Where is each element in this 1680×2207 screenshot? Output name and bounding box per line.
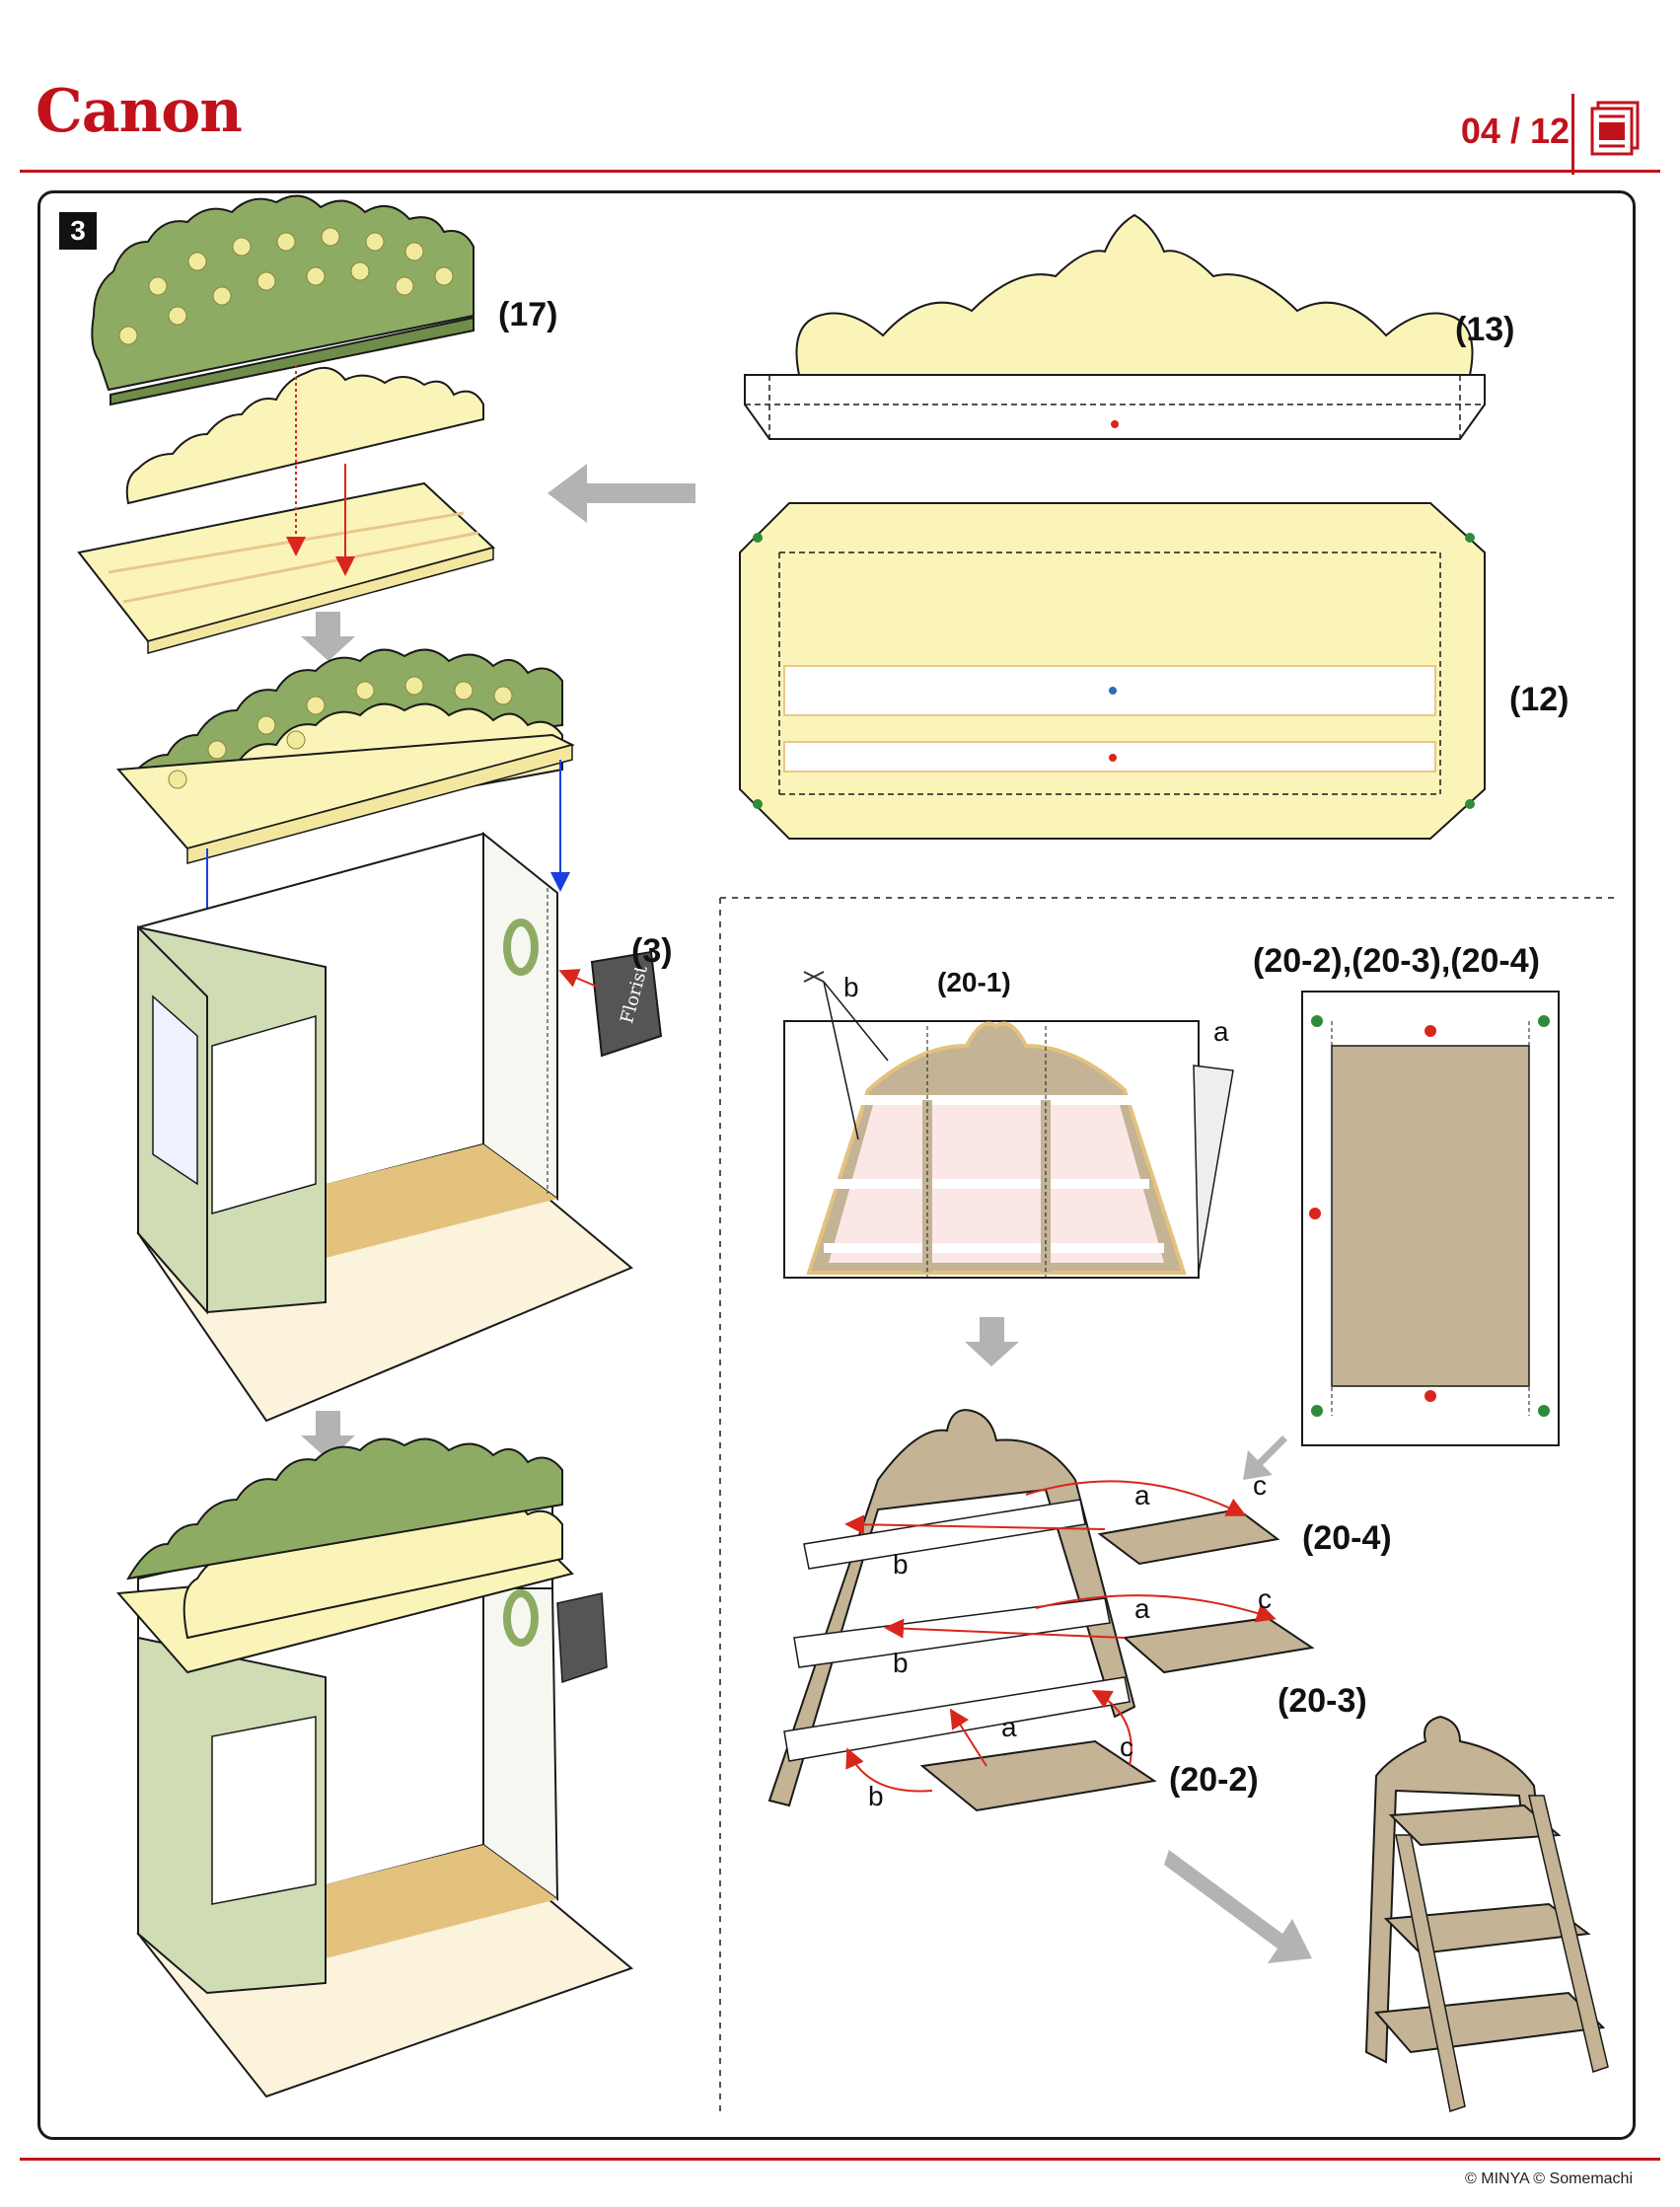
flow-arrow-diag-2 [1164,1850,1312,1963]
flow-arrow-left [548,464,695,523]
letter-c-3: c [1120,1731,1133,1762]
part-13-piece [744,213,1486,440]
label-part-17: (17) [498,296,557,333]
section-divider [719,897,1618,2111]
letter-b-2: b [893,1648,909,1678]
label-part-12: (12) [1509,681,1569,718]
assembled-roof-top [115,648,575,864]
stand-assembly-diagram [767,1409,1315,1812]
canon-logo: Canon [36,77,243,146]
finished-stand [1364,1715,1609,2112]
letter-a-3: a [1001,1712,1017,1742]
letter-a-1: a [1134,1480,1150,1510]
label-part-3: (3) [631,932,673,970]
footer-rule [20,2158,1660,2161]
part-17-backing [125,366,484,505]
letter-b-1: b [893,1549,909,1580]
page-indicator: 04 / 12 [1460,110,1570,151]
part-20-1-sheet [783,1020,1234,1279]
document-pages-icon[interactable] [1584,99,1643,158]
label-part-20-1: (20-1) [937,967,1011,997]
letter-a-2: a [1134,1593,1150,1624]
part-20-234-sheet [1301,991,1560,1446]
booth-assembled [115,1437,633,2098]
letter-a-fold: a [1213,1016,1229,1047]
flow-arrow-down-3 [965,1317,1019,1366]
label-part-20-234: (20-2),(20-3),(20-4) [1253,942,1540,980]
letter-b-3: b [868,1781,884,1811]
header-rule [20,170,1660,173]
header-divider [1571,94,1574,175]
letter-b-cut: b [843,972,859,1002]
part-12-piece [739,502,1486,840]
copyright-notice: © MINYA © Somemachi [1465,2170,1633,2187]
label-part-20-2: (20-2) [1169,1761,1259,1799]
label-part-20-4: (20-4) [1302,1519,1392,1557]
letter-c-2: c [1258,1583,1272,1614]
label-part-13: (13) [1455,311,1514,348]
roof-base-platform [77,481,496,643]
flow-arrow-diag-1 [1243,1435,1287,1480]
letter-c-1: c [1253,1470,1267,1501]
florist-sign-loose: Florist [590,950,663,1058]
label-part-20-3: (20-3) [1278,1682,1367,1720]
part-17-foliage [91,194,475,406]
flow-arrow-down-1 [301,612,355,661]
scissors-icon [803,971,825,983]
step-number-badge: 3 [59,212,97,250]
step-frame [37,190,1636,2140]
booth-middle [136,831,633,1423]
